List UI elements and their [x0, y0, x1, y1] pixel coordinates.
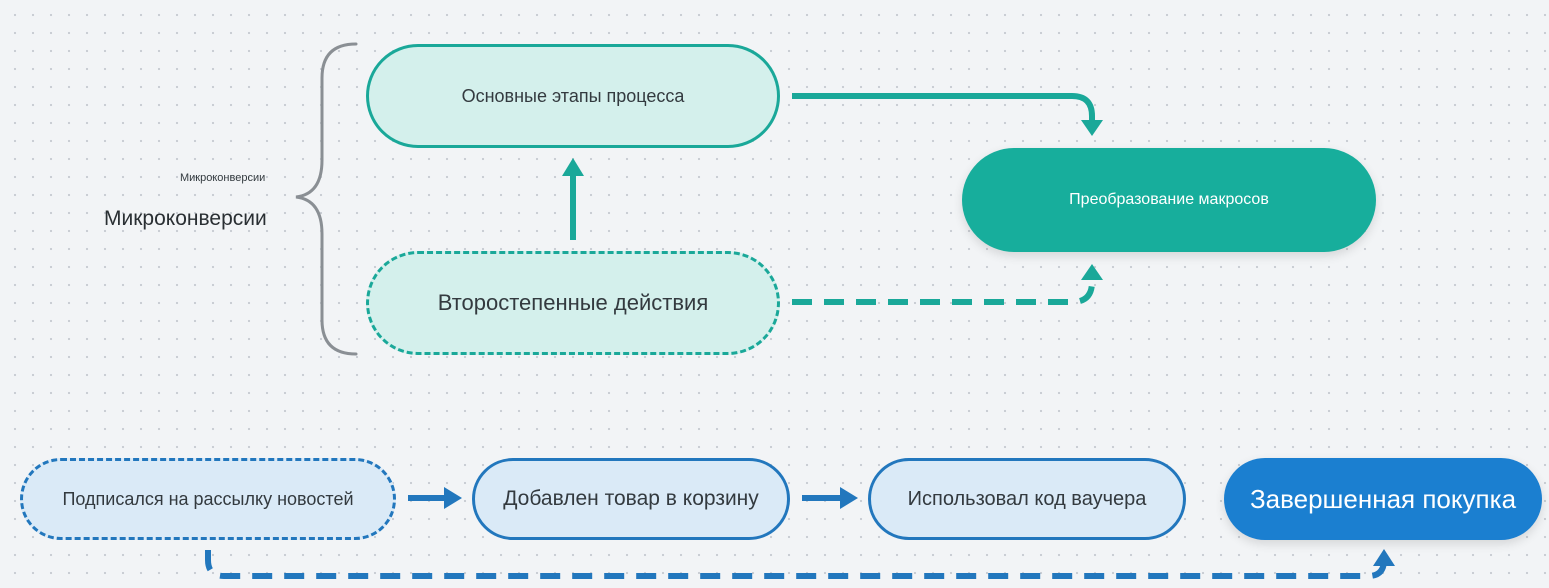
arrowhead-voucher — [840, 487, 858, 509]
node-used-voucher-label: Использовал код ваучера — [907, 487, 1147, 510]
arrowhead-up-macro — [1081, 264, 1103, 280]
bracket-label: Микроконверсии — [104, 207, 267, 230]
arrowhead-down-macro — [1081, 120, 1103, 136]
bracket-label-small: Микроконверсии — [180, 172, 266, 184]
node-macro-conversion-label: Преобразование макросов — [1069, 191, 1269, 208]
node-used-voucher[interactable]: Использовал код ваучера — [868, 458, 1186, 540]
arrowhead-cart — [444, 487, 462, 509]
node-main-steps[interactable]: Основные этапы процесса — [366, 44, 780, 148]
node-newsletter[interactable]: Подписался на рассылку новостей — [20, 458, 396, 540]
arrowhead-up-purchase — [1373, 549, 1395, 566]
node-purchase-label: Завершенная покупка — [1249, 483, 1517, 514]
node-newsletter-label: Подписался на рассылку новостей — [62, 488, 354, 509]
node-added-to-cart-label: Добавлен товар в корзину — [503, 487, 759, 510]
node-added-to-cart[interactable]: Добавлен товар в корзину — [472, 458, 790, 540]
arrow-main-to-macro — [792, 93, 1095, 122]
node-main-steps-label: Основные этапы процесса — [461, 85, 685, 106]
node-secondary-actions[interactable]: Второстепенные действия — [366, 251, 780, 355]
dashed-arrow-newsletter-to-purchase — [205, 550, 1387, 579]
node-purchase[interactable]: Завершенная покупка — [1224, 458, 1542, 540]
arrowhead-up-main — [562, 158, 584, 176]
node-macro-conversion[interactable]: Преобразование макросов — [962, 148, 1376, 252]
dashed-arrow-secondary-to-macro — [792, 278, 1095, 305]
node-secondary-actions-label: Второстепенные действия — [437, 290, 709, 315]
curly-bracket — [295, 42, 358, 356]
